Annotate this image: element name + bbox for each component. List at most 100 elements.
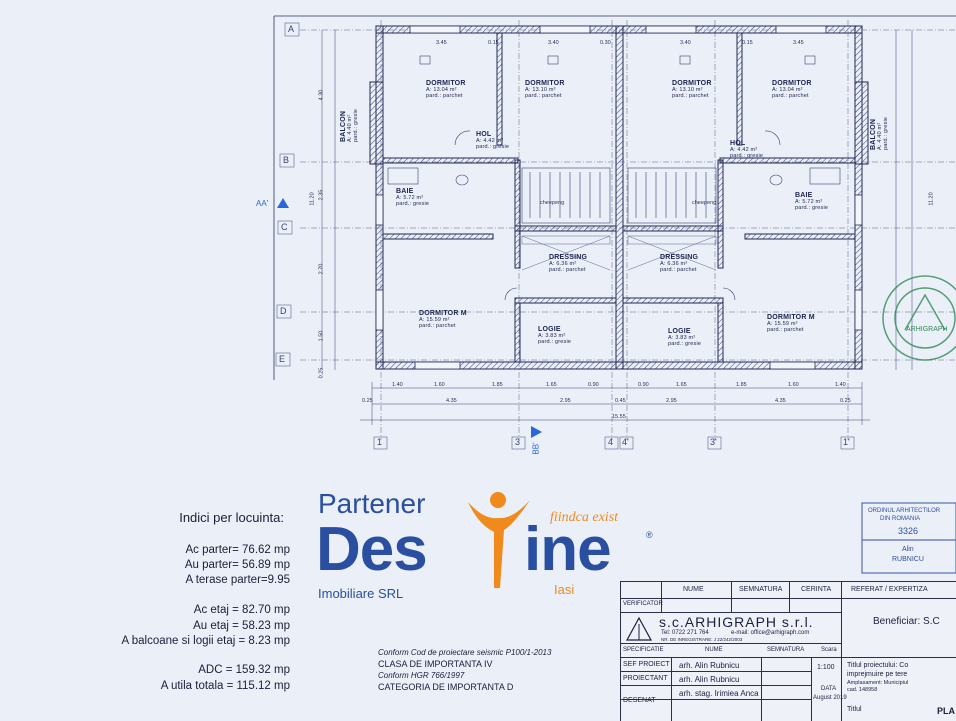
sheet-border [273, 15, 956, 380]
tb-company: s.c.ARHIGRAPH s.r.l. [659, 614, 814, 630]
dim-bottom: 1.40 [392, 382, 403, 388]
stamp-text: DIN ROMANIA [880, 516, 921, 522]
axis-label-A: A [288, 24, 295, 34]
watermark-slogan: fiindca exist [550, 510, 619, 525]
dim-bottom-total: 15.55 [612, 414, 626, 420]
axis-label-3p: 3' [710, 437, 717, 447]
axis-label-1: 1 [377, 437, 383, 447]
tb-name: arh. stag. Irimiea Anca [679, 689, 759, 698]
axis-label-E: E [279, 354, 286, 364]
tb-project-title: Titlul proiectului: Co [847, 662, 909, 669]
stamp-text: RUBNICU [892, 556, 924, 563]
dim-bottom-end: 0.25 [840, 398, 851, 404]
dim-bottom: 1.40 [835, 382, 846, 388]
tb-name: arh. Alin Rubnicu [679, 675, 740, 684]
dim-top: 3.45 [436, 40, 447, 46]
watermark-city: Iasi [554, 582, 575, 597]
indices-line: Ac parter= 76.62 mp [185, 544, 290, 556]
indices-line: Au parter= 56.89 mp [184, 559, 290, 571]
dimension-lines [321, 30, 913, 425]
dim-side: 11.20 [928, 192, 935, 206]
tb-col-header: CERINTA [801, 586, 832, 593]
watermark-logo: Partener Des ine Imobiliare SRL Iasi fii… [316, 488, 656, 618]
registered-icon: ® [646, 530, 653, 540]
tb-col-header: REFERAT / EXPERTIZA [851, 586, 928, 593]
tb-name: arh. Alin Rubnicu [679, 661, 740, 670]
stamp-text: ARHIGRAPH [906, 326, 948, 333]
indices-line: Au etaj = 58.23 mp [193, 620, 290, 632]
dim-top: 0.15 [488, 40, 499, 46]
tb-project-title: Amplasament: Municipiul [847, 680, 909, 686]
dim-bottom: 1.65 [546, 382, 557, 388]
tb-role: SEF PROIECT [623, 661, 670, 668]
green-stamp-icon [882, 275, 956, 361]
indices-line: Ac etaj = 82.70 mp [193, 604, 290, 616]
dim-bottom: 2.95 [666, 398, 677, 404]
axis-bubbles-bottom [373, 436, 855, 450]
watermark-main-left: Des [316, 515, 428, 584]
dim-side: 4.30 [318, 89, 325, 101]
watermark-sub: Imobiliare SRL [318, 586, 404, 601]
dressing-hatch [521, 235, 717, 271]
tb-semn-label: SEMNATURA [767, 647, 805, 653]
stair-label: cheepeng [692, 200, 717, 206]
indices-line: ADC = 159.32 mp [198, 664, 290, 676]
tb-verificator: VERIFICATOR [623, 601, 663, 607]
arhigraph-logo-icon [625, 616, 653, 641]
note-line: CLASA DE IMPORTANTA IV [378, 659, 493, 669]
tb-reg: NR. DE INREGISTRARE: J 22/242/2003 [661, 637, 743, 642]
tb-role: PROIECTANT [623, 675, 668, 682]
axis-label-1p: 1' [843, 437, 850, 447]
section-label-aa: AA' [256, 199, 269, 208]
dim-top: 3.40 [548, 40, 559, 46]
dim-top: 3.40 [680, 40, 691, 46]
dim-side: 2.35 [318, 189, 325, 201]
dim-bottom: 4.35 [446, 398, 457, 404]
note-line: CATEGORIA DE IMPORTANTA D [378, 682, 514, 692]
architect-stamp-icon [861, 502, 956, 574]
tb-scara-label: Scara [821, 647, 837, 653]
section-marker-bb-icon [531, 426, 542, 438]
tb-data: August 2019 [813, 695, 847, 701]
dim-bottom: 4.35 [775, 398, 786, 404]
stair-label: cheepeng [540, 200, 565, 206]
dim-bottom: 2.95 [560, 398, 571, 404]
dim-side: 11.20 [309, 192, 316, 206]
stamp-text: 3326 [898, 526, 919, 536]
bathroom-fixtures [387, 55, 841, 301]
section-marker-aa-icon [277, 198, 289, 208]
dim-bottom-end: 0.25 [362, 398, 373, 404]
watermark-main-right: ine [524, 515, 612, 584]
title-block: NUME SEMNATURA CERINTA REFERAT / EXPERTI… [620, 581, 956, 721]
indices-line: A terase parter=9.95 [185, 574, 290, 586]
note-line: Conform HGR 766/1997 [378, 671, 465, 680]
stamp-text: Alin [902, 546, 914, 553]
indices-line: A balcoane si logii etaj = 8.23 mp [121, 635, 290, 647]
tb-scara: 1:100 [817, 664, 835, 671]
dim-bottom: 0.90 [638, 382, 649, 388]
stamp-text: ORDINUL ARHITECTILOR [868, 508, 941, 514]
axis-label-4: 4 [608, 437, 614, 447]
dim-bottom: 1.65 [676, 382, 687, 388]
dim-bottom: 1.85 [492, 382, 503, 388]
tb-col-header: NUME [683, 586, 704, 593]
dim-bottom: 1.60 [434, 382, 445, 388]
axis-label-B: B [283, 155, 290, 165]
axis-label-4p: 4' [622, 437, 629, 447]
outer-walls [369, 25, 869, 370]
tb-role: DESENAT [623, 697, 656, 704]
tb-project-title: imprejmuire pe tere [847, 671, 908, 678]
note-line: Conform Cod de proiectare seismic P100/1… [378, 648, 552, 657]
watermark-top: Partener [318, 488, 426, 519]
